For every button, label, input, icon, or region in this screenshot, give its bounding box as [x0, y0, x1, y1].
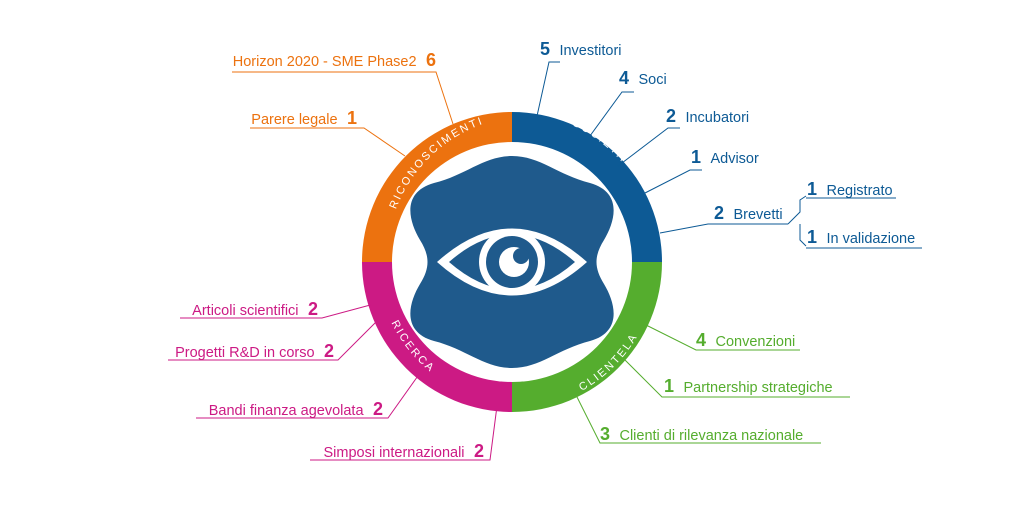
societa-item-brevetti: 2 Brevetti: [714, 203, 783, 223]
clientela-item-partnership: 1 Partnership strategiche: [664, 376, 833, 396]
societa-item-investitori: 5 Investitori: [540, 39, 622, 59]
societa-item-advisor: 1 Advisor: [691, 147, 759, 167]
segment-riconoscimenti: [362, 112, 512, 262]
ricerca-item-progetti: Progetti R&D in corso 2: [175, 341, 334, 361]
eye-logo-icon: [410, 156, 614, 368]
riconoscimenti-item-parere: Parere legale 1: [251, 108, 357, 128]
clientela-labels: 4 Convenzioni 1 Partnership strategiche …: [600, 330, 833, 444]
clientela-item-clienti: 3 Clienti di rilevanza nazionale: [600, 424, 803, 444]
riconoscimenti-labels: Horizon 2020 - SME Phase2 6 Parere legal…: [233, 50, 436, 128]
segment-ricerca: [362, 262, 512, 412]
clientela-item-convenzioni: 4 Convenzioni: [696, 330, 795, 350]
leader-lines-clientela: [575, 323, 850, 444]
societa-item-soci: 4 Soci: [619, 68, 667, 88]
leader-lines-riconoscimenti: [232, 71, 454, 157]
societa-labels: 5 Investitori 4 Soci 2 Incubatori 1 Advi…: [540, 39, 915, 247]
brevetti-sub-in-validazione: 1 In validazione: [807, 227, 915, 247]
segment-societa: [512, 112, 662, 262]
societa-item-incubatori: 2 Incubatori: [666, 106, 749, 126]
riconoscimenti-item-horizon: Horizon 2020 - SME Phase2 6: [233, 50, 436, 70]
brevetti-sub-registrato: 1 Registrato: [807, 179, 893, 199]
leader-lines-societa: [536, 61, 922, 249]
segment-clientela: [512, 262, 662, 412]
ricerca-labels: Articoli scientifici 2 Progetti R&D in c…: [175, 299, 484, 461]
ricerca-item-simposi: Simposi internazionali 2: [323, 441, 484, 461]
leader-lines-ricerca: [168, 303, 498, 461]
ricerca-item-bandi: Bandi finanza agevolata 2: [209, 399, 383, 419]
ricerca-item-articoli: Articoli scientifici 2: [192, 299, 318, 319]
